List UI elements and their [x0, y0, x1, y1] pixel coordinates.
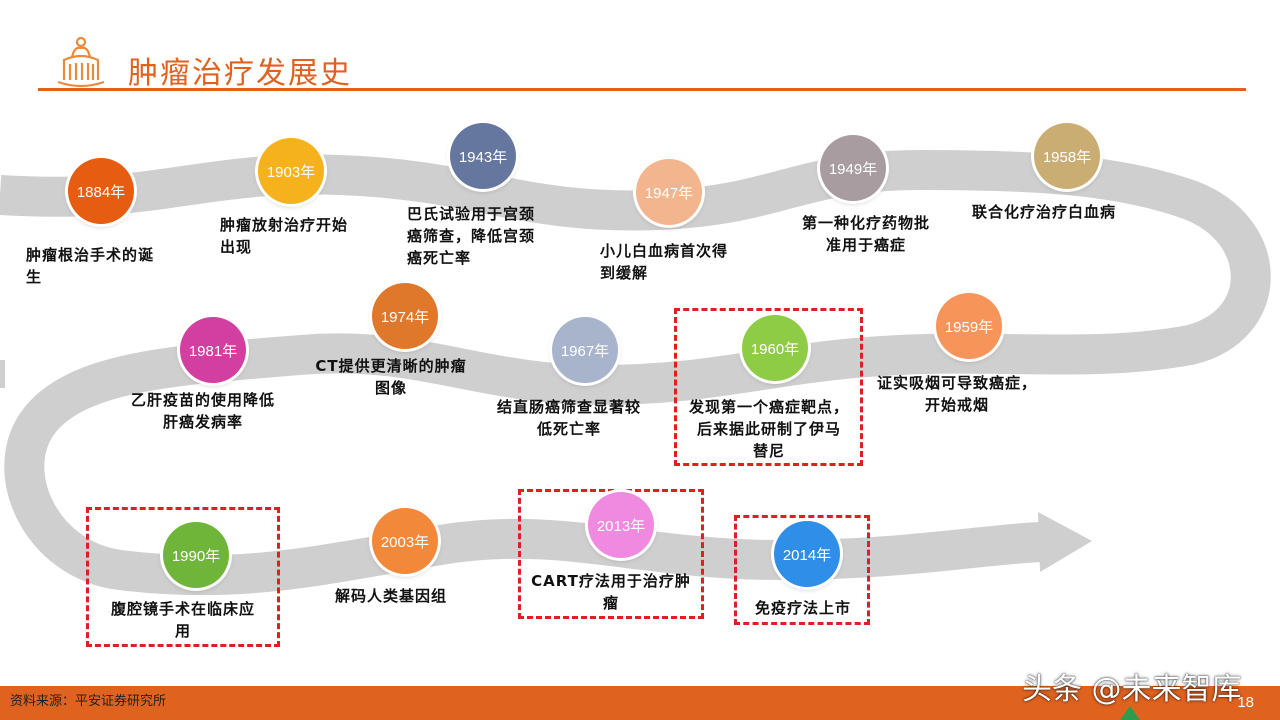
event-line: 小儿白血病首次得: [600, 242, 729, 260]
title-divider: [38, 88, 1246, 91]
year-label: 1981年: [188, 342, 238, 360]
event-description: 联合化疗治疗白血病: [972, 201, 1162, 223]
year-label: 2013年: [596, 517, 646, 535]
event-line: 第一种化疗药物批: [801, 214, 930, 232]
highlight-box-1960: [674, 308, 863, 466]
watermark: 头条 @未来智库: [1022, 672, 1242, 707]
event-description: CT提供更清晰的肿瘤 图像: [300, 355, 482, 399]
event-description: CART疗法用于治疗肿 瘤: [520, 570, 702, 614]
year-node-1990: 1990年: [163, 522, 229, 588]
year-node-1943: 1943年: [450, 123, 516, 189]
event-description: 巴氏试验用于宫颈 癌筛查，降低宫颈 癌死亡率: [407, 203, 567, 269]
highlight-box-1990: [86, 507, 280, 647]
year-node-1981: 1981年: [180, 317, 246, 383]
event-line: 癌死亡率: [407, 249, 472, 267]
event-line: 癌筛查，降低宫颈: [407, 227, 536, 245]
year-label: 1974年: [380, 308, 430, 326]
event-description: 免疫疗法上市: [738, 597, 868, 619]
year-node-1958: 1958年: [1034, 123, 1100, 189]
event-description: 肿瘤放射治疗开始 出现: [220, 214, 380, 258]
year-label: 1943年: [458, 148, 508, 166]
year-node-1967: 1967年: [552, 317, 618, 383]
year-node-2013: 2013年: [588, 492, 654, 558]
event-line: CART疗法用于治疗肿: [531, 572, 691, 590]
event-line: 准用于癌症: [825, 236, 906, 254]
year-node-1947: 1947年: [636, 159, 702, 225]
page-number: 18: [1237, 694, 1254, 711]
event-line: 结直肠癌筛查显著较: [496, 398, 641, 416]
event-line: 瘤: [602, 594, 619, 612]
year-node-2014: 2014年: [774, 521, 840, 587]
page-title: 肿瘤治疗发展史: [128, 56, 352, 91]
year-label: 2014年: [782, 546, 832, 564]
event-line: 开始戒烟: [924, 396, 989, 414]
year-label: 1967年: [560, 342, 610, 360]
year-label: 1959年: [944, 318, 994, 336]
event-line: 巴氏试验用于宫颈: [407, 205, 536, 223]
event-line: 肿瘤放射治疗开始: [220, 216, 349, 234]
event-description: 腹腔镜手术在临床应 用: [90, 598, 276, 642]
event-line: 生: [26, 268, 43, 286]
year-node-1949: 1949年: [820, 135, 886, 201]
event-description: 第一种化疗药物批 准用于癌症: [782, 212, 950, 256]
year-label: 1884年: [76, 183, 126, 201]
event-line: 发现第一个癌症靶点，: [688, 398, 849, 416]
year-node-2003: 2003年: [372, 508, 438, 574]
event-line: 证实吸烟可导致癌症，: [876, 374, 1037, 392]
event-description: 解码人类基因组: [300, 585, 482, 607]
year-label: 1960年: [750, 340, 800, 358]
event-line: 替尼: [752, 442, 785, 460]
event-description: 发现第一个癌症靶点， 后来据此研制了伊马 替尼: [678, 396, 860, 462]
year-label: 1958年: [1042, 148, 1092, 166]
year-label: 1949年: [828, 160, 878, 178]
event-line: 用: [174, 622, 191, 640]
event-line: 图像: [374, 379, 407, 397]
event-description: 小儿白血病首次得 到缓解: [600, 240, 760, 284]
year-label: 1903年: [266, 163, 316, 181]
event-description: 证实吸烟可导致癌症， 开始戒烟: [860, 372, 1054, 416]
event-line: 后来据此研制了伊马: [696, 420, 841, 438]
event-line: 肿瘤根治手术的诞: [26, 246, 155, 264]
year-node-1903: 1903年: [258, 138, 324, 204]
event-line: 低死亡率: [536, 420, 601, 438]
year-node-1959: 1959年: [936, 293, 1002, 359]
year-node-1960: 1960年: [742, 315, 808, 381]
year-label: 2003年: [380, 533, 430, 551]
source-note: 资料来源：平安证券研究所: [10, 694, 167, 709]
event-line: 解码人类基因组: [334, 587, 447, 605]
year-node-1884: 1884年: [68, 158, 134, 224]
cake-logo-icon: [57, 36, 105, 88]
event-line: 腹腔镜手术在临床应: [110, 600, 255, 618]
event-description: 肿瘤根治手术的诞 生: [26, 244, 186, 288]
event-line: 肝癌发病率: [162, 413, 243, 431]
event-line: 到缓解: [600, 264, 649, 282]
event-description: 结直肠癌筛查显著较 低死亡率: [478, 396, 660, 440]
year-label: 1990年: [171, 547, 221, 565]
event-line: 联合化疗治疗白血病: [972, 203, 1117, 221]
footer-bar: [0, 686, 1280, 720]
logo-triangle-icon: [1120, 706, 1140, 720]
event-description: 乙肝疫苗的使用降低 肝癌发病率: [112, 389, 294, 433]
event-line: 乙肝疫苗的使用降低: [130, 391, 275, 409]
event-line: 免疫疗法上市: [754, 599, 851, 617]
highlight-box-2014: [734, 515, 870, 625]
year-label: 1947年: [644, 184, 694, 202]
highlight-box-2013: [518, 489, 704, 619]
event-line: 出现: [220, 238, 253, 256]
year-node-1974: 1974年: [372, 283, 438, 349]
event-line: CT提供更清晰的肿瘤: [315, 357, 467, 375]
